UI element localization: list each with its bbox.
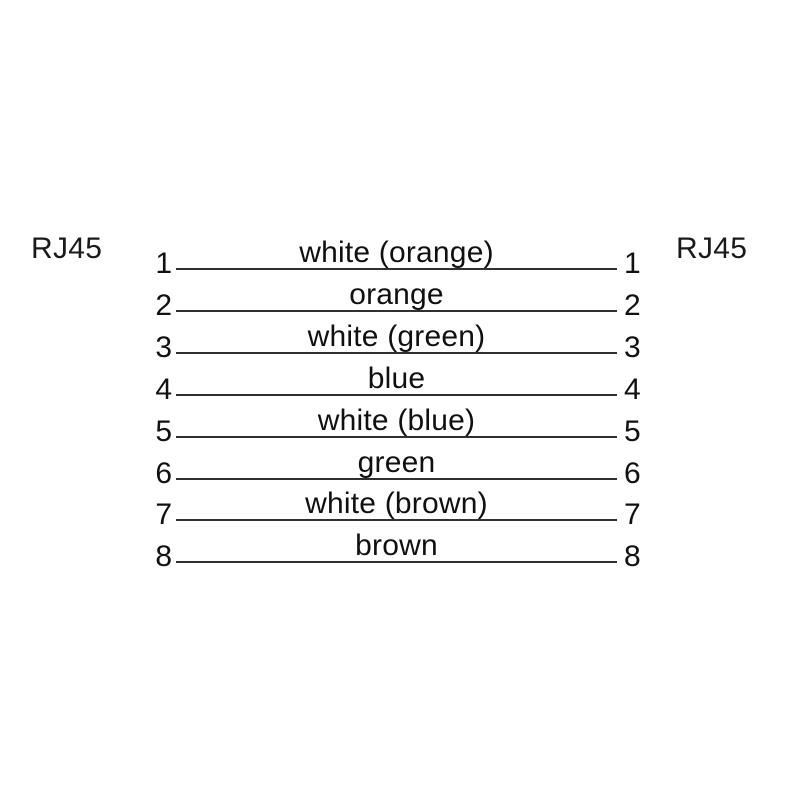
wire-line (176, 478, 617, 480)
left-pin-number: 1 (155, 247, 172, 280)
wire-label: white (blue) (317, 404, 476, 437)
left-pin-number: 2 (155, 289, 172, 322)
left-pin-number: 3 (155, 331, 172, 364)
right-pin-number: 6 (624, 457, 641, 490)
right-pin-number: 2 (624, 289, 641, 322)
left-pin-number: 8 (155, 540, 172, 573)
wire-line (176, 519, 617, 521)
wire-label: blue (367, 362, 426, 395)
wire-line (176, 268, 617, 270)
wire-line (176, 561, 617, 563)
right-connector-label: RJ45 (676, 232, 748, 265)
wire-row: 5 white (blue) 5 (0, 396, 800, 447)
wire-line (176, 310, 617, 312)
left-pin-number: 7 (155, 498, 172, 531)
wire-label: white (green) (307, 320, 486, 353)
wire-label: brown (355, 529, 438, 562)
right-pin-number: 7 (624, 498, 641, 531)
left-pin-number: 5 (155, 415, 172, 448)
right-pin-number: 1 (624, 247, 641, 280)
wire-label: green (357, 446, 436, 479)
wire-row: 6 green 6 (0, 438, 800, 489)
right-pin-number: 8 (624, 540, 641, 573)
wire-line (176, 352, 617, 354)
wire-label: white (orange) (299, 236, 494, 269)
wire-label: white (brown) (305, 487, 488, 520)
right-pin-number: 3 (624, 331, 641, 364)
wire-label: orange (349, 278, 444, 311)
left-pin-number: 6 (155, 457, 172, 490)
right-pin-number: 5 (624, 415, 641, 448)
left-connector-label: RJ45 (31, 232, 103, 265)
wire-row: 1 white (orange) 1 (0, 228, 800, 279)
wire-row: 2 orange 2 (0, 270, 800, 321)
right-pin-number: 4 (624, 373, 641, 406)
wire-line (176, 436, 617, 438)
wire-row: 3 white (green) 3 (0, 312, 800, 363)
wire-row: 7 white (brown) 7 (0, 479, 800, 530)
wire-row: 4 blue 4 (0, 354, 800, 405)
left-pin-number: 4 (155, 373, 172, 406)
wire-row: 8 brown 8 (0, 521, 800, 572)
wire-line (176, 394, 617, 396)
